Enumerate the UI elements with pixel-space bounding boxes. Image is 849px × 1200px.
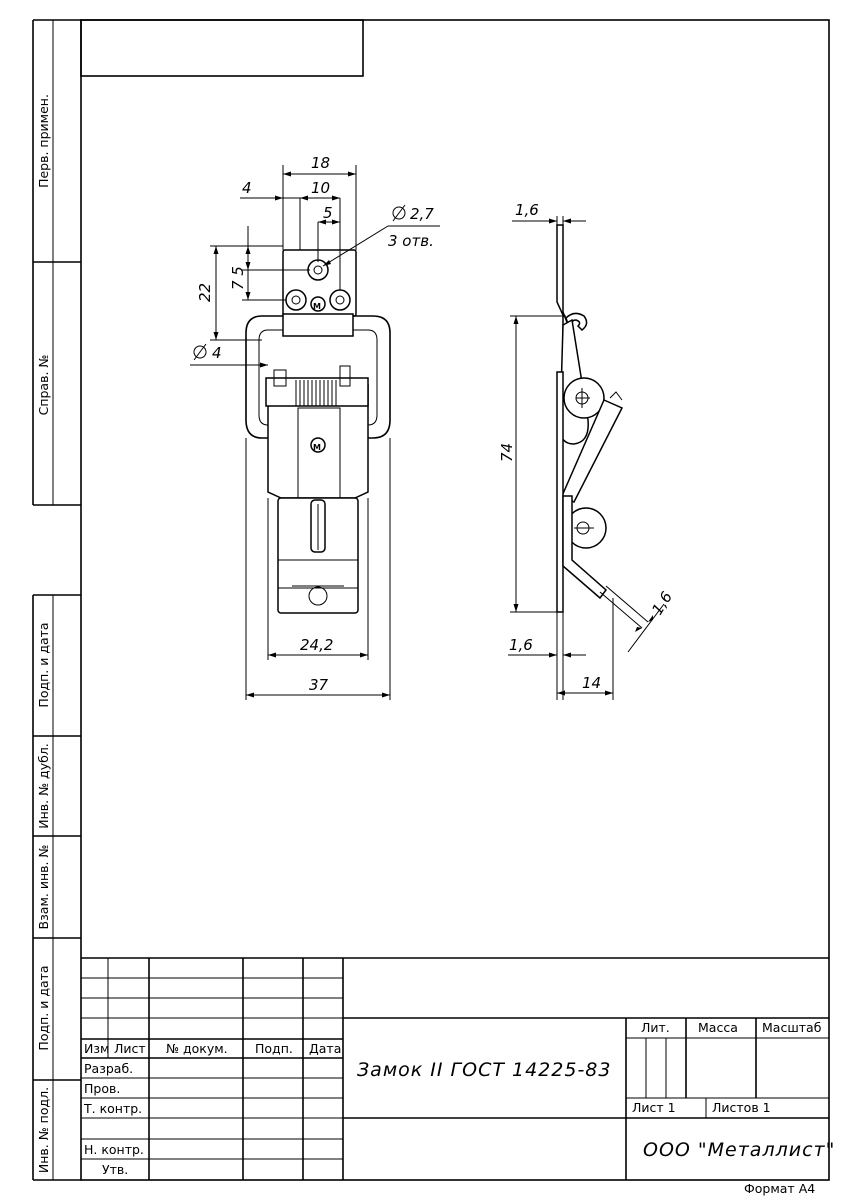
podp-data-label-1: Подп. и дата xyxy=(36,622,51,707)
dim-thickness-bottom: 1,6 xyxy=(509,636,533,654)
svg-text:M: M xyxy=(313,302,321,311)
massa-label: Масса xyxy=(698,1020,738,1035)
front-view-dimensions: 18 4 10 5 2,7 3 отв. 7 5 xyxy=(190,154,440,700)
row-utv: Утв. xyxy=(102,1162,128,1177)
organization-name: ООО "Металлист" xyxy=(643,1139,835,1161)
lit-label: Лит. xyxy=(641,1020,670,1035)
side-strip-labels: Перв. примен. Справ. № Подп. и дата Инв.… xyxy=(36,94,51,1173)
dim-thickness-diag: 1,6 xyxy=(648,588,676,618)
row-prov: Пров. xyxy=(84,1081,120,1096)
dim-74: 74 xyxy=(498,443,516,462)
side-view-dimensions: 1,6 74 1,6 14 1,6 xyxy=(498,201,676,700)
dim-18: 18 xyxy=(311,154,330,172)
mount-hole-left xyxy=(285,289,307,311)
drawing-title: Замок II ГОСТ 14225-83 xyxy=(357,1059,611,1081)
perv-primen-label: Перв. примен. xyxy=(36,94,51,188)
header-doc-no: № докум. xyxy=(166,1041,228,1056)
side-lever xyxy=(561,399,624,504)
dim-22: 22 xyxy=(196,283,214,302)
front-view: M M xyxy=(245,249,391,614)
dim-hole-diameter: 2,7 xyxy=(410,205,434,223)
dim-5: 5 xyxy=(323,204,333,222)
dim-14: 14 xyxy=(582,674,601,692)
spring-coils xyxy=(295,380,337,406)
inv-dubl-label: Инв. № дубл. xyxy=(36,743,51,829)
dim-dia-4: 4 xyxy=(212,344,222,362)
header-data: Дата xyxy=(309,1041,341,1056)
vzam-inv-label: Взам. инв. № xyxy=(36,845,51,930)
side-view xyxy=(556,224,624,613)
side-catch xyxy=(562,495,608,600)
sheets-total: Листов 1 xyxy=(712,1100,771,1115)
mount-hole-right xyxy=(329,289,351,311)
sprav-no-label: Справ. № xyxy=(36,355,51,416)
sheet-frame xyxy=(32,19,830,1181)
dim-4: 4 xyxy=(242,179,252,197)
format-label: Формат А4 xyxy=(744,1181,815,1196)
catch-plate xyxy=(277,497,359,614)
header-izm: Изм xyxy=(84,1041,109,1056)
hinge-block xyxy=(282,313,354,337)
mount-hole-top xyxy=(307,259,329,281)
row-razrab: Разраб. xyxy=(84,1061,133,1076)
inv-podl-label: Инв. № подл. xyxy=(36,1087,51,1173)
row-t-kontr: Т. контр. xyxy=(83,1101,142,1116)
dim-holes-note: 3 отв. xyxy=(388,232,434,250)
dim-10: 10 xyxy=(311,179,330,197)
bail-frame xyxy=(245,315,391,439)
dim-37: 37 xyxy=(309,676,329,694)
masshtab-label: Масштаб xyxy=(762,1020,822,1035)
podp-data-label-2: Подп. и дата xyxy=(36,965,51,1050)
sheet-number: Лист 1 xyxy=(632,1100,676,1115)
dim-thickness-top: 1,6 xyxy=(515,201,539,219)
dim-24-2: 24,2 xyxy=(300,636,333,654)
svg-text:M: M xyxy=(313,443,321,452)
row-n-kontr: Н. контр. xyxy=(84,1142,144,1157)
header-podp: Подп. xyxy=(255,1041,293,1056)
header-list: Лист xyxy=(114,1041,146,1056)
title-block: Изм Лист № докум. Подп. Дата Разраб. Про… xyxy=(81,957,835,1180)
dim-7-5: 7 5 xyxy=(229,266,247,290)
spring-housing xyxy=(265,377,369,407)
